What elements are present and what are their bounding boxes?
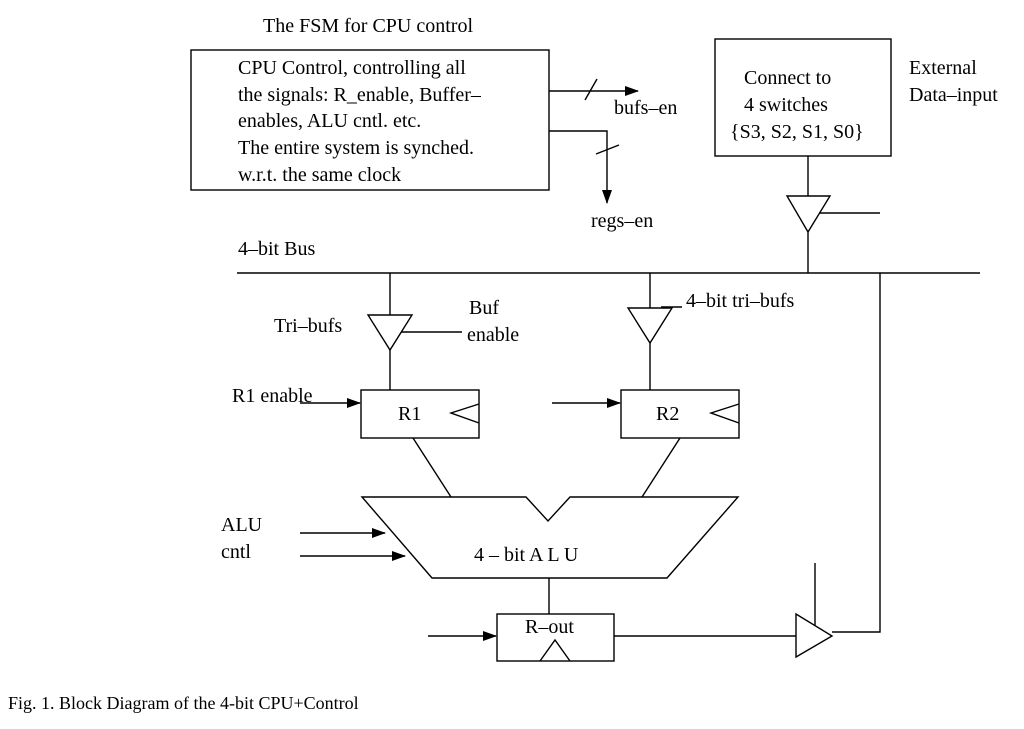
switch-line-1: Connect to (744, 67, 831, 89)
external-label-2: Data–input (909, 84, 998, 106)
register-r2 (620, 389, 740, 439)
cpu-control-box (190, 49, 550, 191)
control-line-3: enables, ALU cntl. etc. (238, 110, 421, 132)
switch-line-3: {S3, S2, S1, S0} (730, 121, 864, 143)
tri-buffer-2 (626, 307, 674, 345)
alu-cntl-label-1: ALU (221, 514, 263, 536)
buf-enable-label-1: Buf (469, 297, 499, 319)
r2-clock-symbol (708, 403, 740, 424)
tri-bufs-label: Tri–bufs (274, 315, 342, 337)
r1-label: R1 (398, 403, 421, 425)
r2-to-alu-wire (641, 437, 681, 498)
alu-block (360, 496, 740, 579)
r-out-clock-symbol (539, 638, 571, 662)
bus-label: 4–bit Bus (238, 238, 315, 260)
r1-enable-label: R1 enable (232, 385, 313, 407)
output-to-bus-wire (832, 273, 881, 633)
four-bit-tri-bufs-label: 4–bit tri–bufs (686, 290, 795, 312)
control-line-4: The entire system is synched. (238, 137, 474, 159)
switch-tri-buffer (785, 195, 832, 234)
buf-enable-label-2: enable (467, 324, 519, 346)
r1-to-alu-wire (412, 437, 452, 498)
regs-en-label: regs–en (591, 210, 653, 232)
regs-en-bus-slash (595, 144, 620, 155)
output-tri-buffer (795, 612, 834, 659)
figure-caption: Fig. 1. Block Diagram of the 4-bit CPU+C… (8, 693, 359, 713)
control-line-2: the signals: R_enable, Buffer– (238, 84, 482, 106)
bufs-en-label: bufs–en (614, 97, 677, 119)
diagram-title: The FSM for CPU control (263, 15, 473, 37)
switch-box (714, 38, 892, 157)
r-out-label: R–out (525, 616, 574, 638)
switch-line-2: 4 switches (744, 94, 828, 116)
alu-cntl-label-2: cntl (221, 541, 251, 563)
bufs-en-bus-slash (584, 78, 598, 101)
external-label-1: External (909, 57, 977, 79)
alu-label: 4 – bit A L U (474, 544, 579, 566)
register-r-out (496, 613, 615, 662)
register-r1 (360, 389, 480, 439)
r1-clock-symbol (448, 403, 480, 424)
r2-label: R2 (656, 403, 679, 425)
regs-en-arrow (549, 130, 612, 204)
control-line-1: CPU Control, controlling all (238, 57, 466, 79)
control-line-5: w.r.t. the same clock (238, 164, 401, 186)
